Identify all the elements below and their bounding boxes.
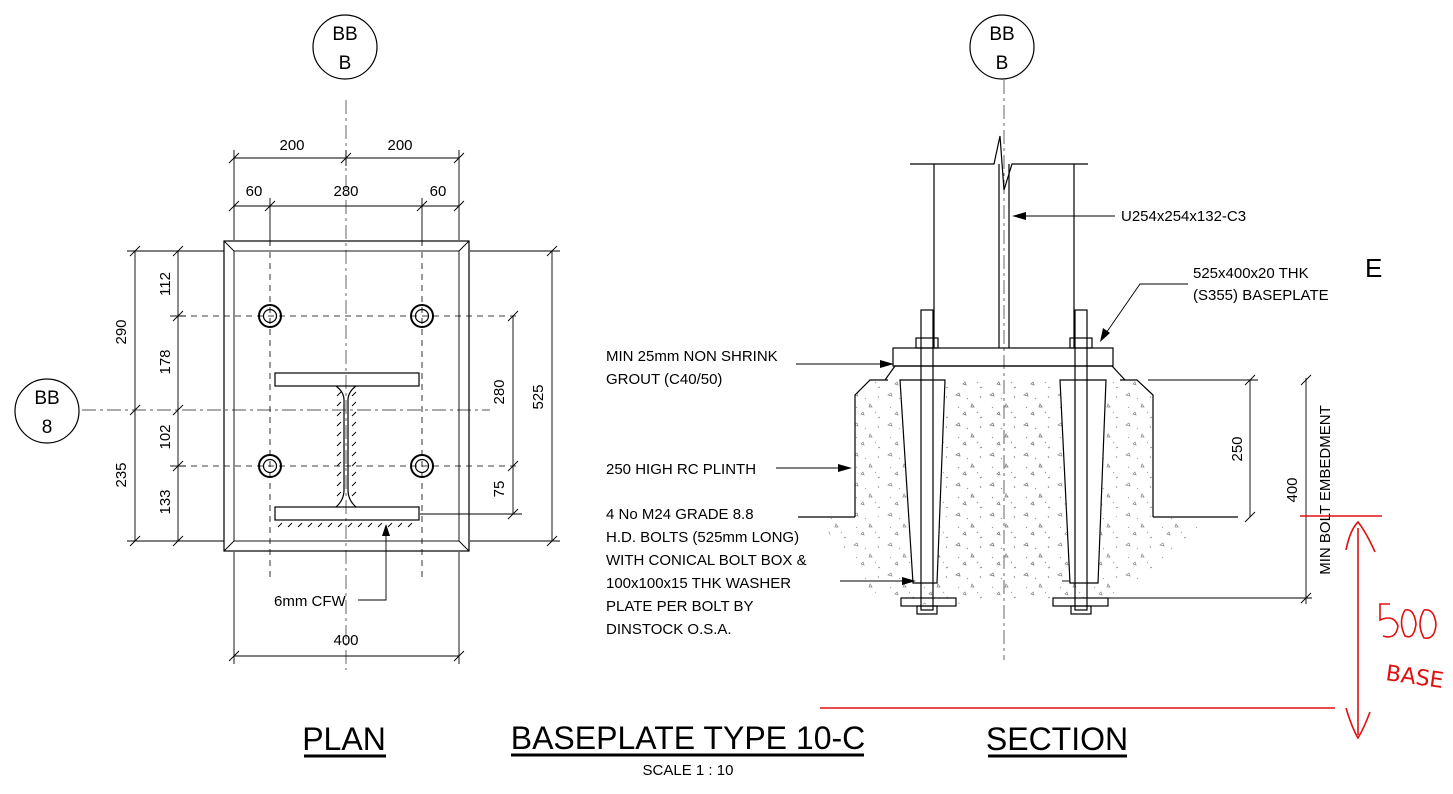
plan-bolt: [410, 304, 434, 328]
title-block: PLAN BASEPLATE TYPE 10-C SCALE 1 : 10 SE…: [302, 720, 1128, 779]
baseplate-label-line1: 525x400x20 THK: [1193, 265, 1309, 282]
grout-label-line2: GROUT (C40/50): [606, 371, 722, 388]
svg-text:DINSTOCK O.S.A.: DINSTOCK O.S.A.: [606, 621, 732, 638]
weld-note: 6mm CFW: [274, 593, 346, 610]
dim-seg-133: 133: [157, 489, 174, 514]
title-scale: SCALE 1 : 10: [643, 762, 734, 779]
grid-bubble-section-top: BB B: [969, 14, 1035, 80]
title-plan: PLAN: [302, 721, 386, 757]
plan-baseplate-inner: [233, 250, 460, 542]
svg-text:PLATE PER BOLT BY: PLATE PER BOLT BY: [606, 598, 754, 615]
dim-seg-102: 102: [157, 424, 174, 449]
section-column: [910, 135, 1088, 348]
conical-bolt-box: [1059, 379, 1107, 584]
plinth-outline-left: [854, 379, 888, 517]
svg-text:BB: BB: [989, 24, 1014, 45]
dim-bottom-total: 400: [333, 632, 358, 649]
dim-edge-left: 60: [246, 183, 263, 200]
svg-text:4 No M24 GRADE 8.8: 4 No M24 GRADE 8.8: [606, 506, 754, 523]
dim-right-bolt-centres: 280: [491, 379, 508, 404]
plinth-outline-right: [1120, 379, 1154, 517]
markup-text-base: BASE: [1384, 661, 1445, 694]
plan-view: 200 200 60 280 60 290 235 112 178 102 13…: [82, 100, 560, 670]
svg-text:BB: BB: [332, 24, 357, 45]
section-baseplate: [892, 347, 1114, 367]
dim-embedment-400: 400: [1284, 477, 1301, 502]
grid-bubble-plan-top: BB B: [312, 14, 378, 80]
svg-text:100x100x15 THK WASHER: 100x100x15 THK WASHER: [606, 575, 791, 592]
dim-seg-178: 178: [157, 349, 174, 374]
svg-text:BB: BB: [34, 388, 59, 409]
section-bolt: [1052, 309, 1109, 615]
title-section: SECTION: [986, 721, 1128, 757]
svg-text:B: B: [339, 53, 352, 74]
dim-top-half-left: 200: [279, 137, 304, 154]
dim-right-total: 525: [530, 384, 547, 409]
plan-bolt: [410, 454, 434, 478]
svg-text:H.D. BOLTS (525mm LONG): H.D. BOLTS (525mm LONG): [606, 529, 799, 546]
plan-column-section: [274, 372, 420, 528]
dim-bolt-centres: 280: [333, 183, 358, 200]
plan-bolt: [258, 454, 282, 478]
cropped-char: E: [1365, 253, 1382, 283]
svg-text:WITH CONICAL BOLT BOX &: WITH CONICAL BOLT BOX &: [606, 552, 807, 569]
svg-text:8: 8: [42, 417, 53, 438]
grout-label-line1: MIN 25mm NON SHRINK: [606, 348, 778, 365]
dim-plinth-250: 250: [1229, 436, 1246, 461]
plan-baseplate-outer: [223, 240, 470, 552]
dim-seg-112: 112: [157, 272, 174, 296]
conical-bolt-box: [899, 379, 946, 584]
section-view: U254x254x132-C3 525x400x20 THK (S355) BA…: [606, 80, 1382, 660]
baseplate-label-line2: (S355) BASEPLATE: [1193, 287, 1329, 304]
plan-bolt: [258, 304, 282, 328]
svg-text:B: B: [996, 53, 1009, 74]
dim-left-upper-total: 290: [113, 319, 130, 344]
dim-left-lower-total: 235: [113, 462, 130, 487]
plinth-label: 250 HIGH RC PLINTH: [606, 461, 756, 478]
bolts-note: 4 No M24 GRADE 8.8 H.D. BOLTS (525mm LON…: [606, 506, 807, 638]
dim-top-half-right: 200: [387, 137, 412, 154]
dim-right-75: 75: [491, 481, 508, 498]
title-main: BASEPLATE TYPE 10-C: [511, 720, 866, 756]
section-bolt: [900, 309, 957, 615]
embedment-label: MIN BOLT EMBEDMENT: [1317, 405, 1334, 574]
dim-edge-right: 60: [430, 183, 447, 200]
grid-bubble-plan-left: BB 8: [14, 378, 80, 444]
column-label: U254x254x132-C3: [1121, 208, 1246, 225]
